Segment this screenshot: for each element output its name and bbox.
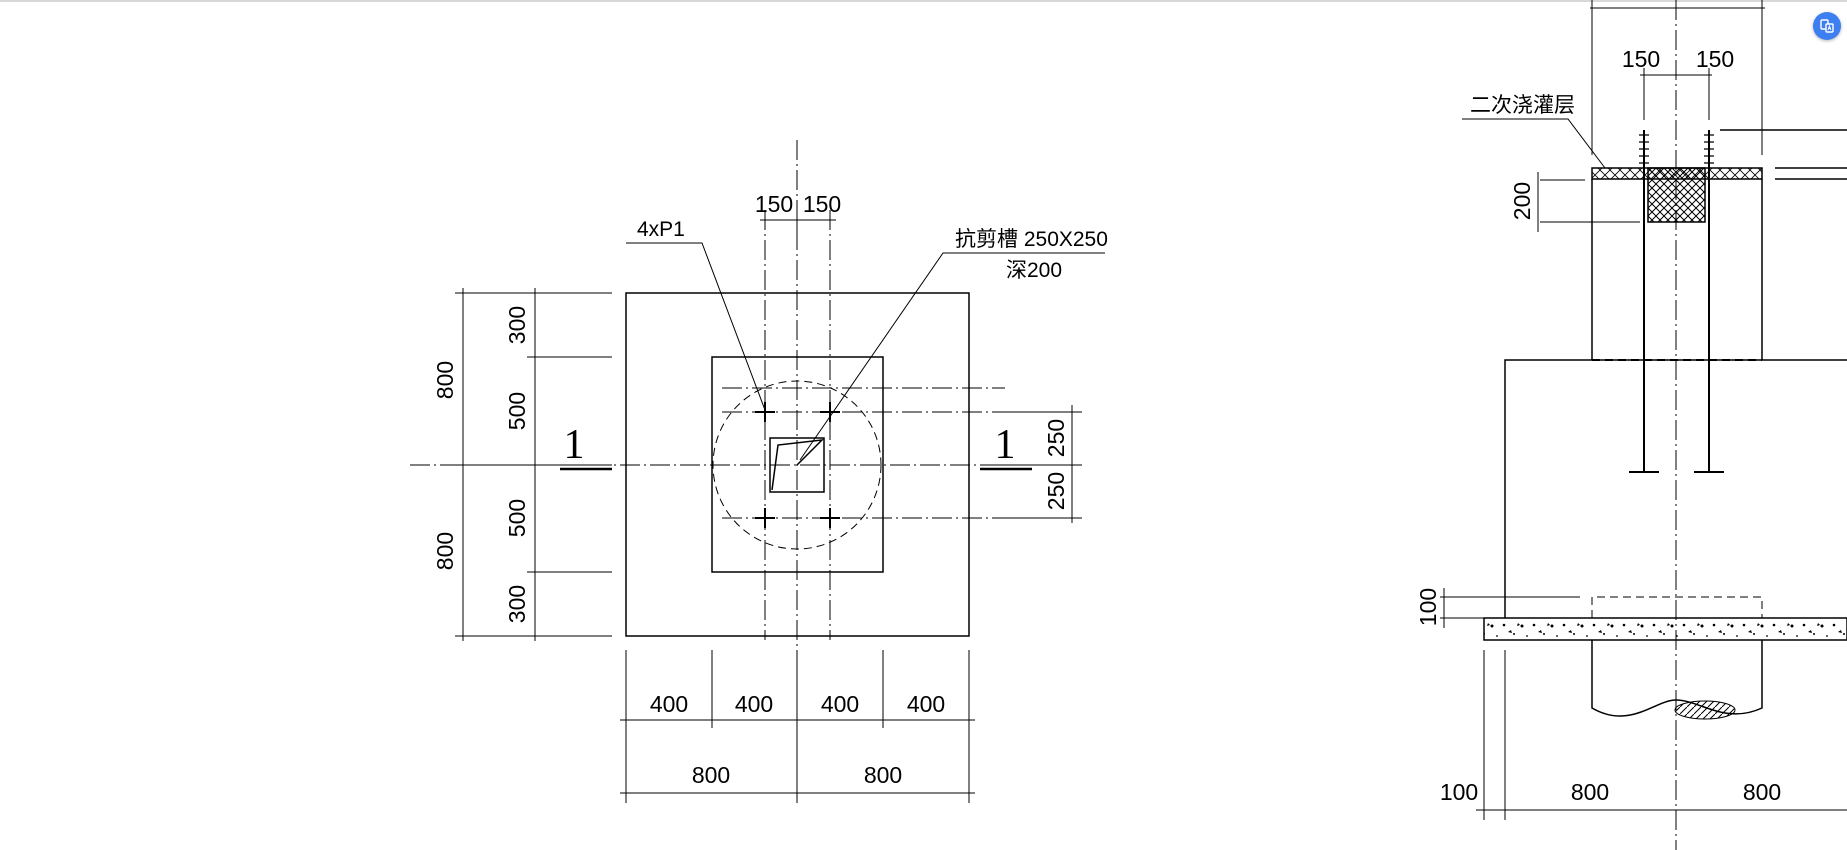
dim-text: 150 — [755, 191, 793, 217]
dim-text: 300 — [504, 585, 530, 623]
dim-text: 800 — [864, 762, 902, 788]
pile-dashed-circle — [712, 380, 882, 550]
dim-text: 250 — [1043, 472, 1069, 510]
dim-text: 100 — [1440, 779, 1478, 805]
section-bottom-dimensions — [1476, 650, 1847, 820]
pedestal-outline — [711, 356, 884, 573]
dim-text: 400 — [907, 691, 945, 717]
grout-label-leader — [1462, 118, 1606, 169]
dim-text: 250 — [1043, 419, 1069, 457]
foundation-outline — [625, 292, 970, 637]
dim-text: 150 — [1696, 46, 1734, 72]
dim-text: 800 — [1571, 779, 1609, 805]
concrete-cushion — [1483, 617, 1847, 641]
section-mark-right: 1 — [995, 422, 1016, 468]
dim-text: 100 — [1415, 588, 1441, 626]
dim-text: 150 — [803, 191, 841, 217]
dim-text: 400 — [735, 691, 773, 717]
bolts-label: 4xP1 — [637, 218, 685, 241]
section-mark-left: 1 — [564, 422, 585, 468]
dim-text: 500 — [504, 499, 530, 537]
section-view: 150 150 二次浇灌层 200 — [1415, 0, 1847, 850]
dim-text: 400 — [650, 691, 688, 717]
dim-text: 300 — [504, 306, 530, 344]
bolt-label-leader — [626, 242, 766, 411]
plan-right-dimensions — [1000, 405, 1082, 523]
pile-embedded — [1591, 596, 1763, 618]
floating-translate-button[interactable] — [1813, 12, 1841, 40]
shear-groove-break — [771, 439, 825, 491]
shear-key — [1647, 167, 1706, 223]
dim-text: 800 — [432, 361, 458, 399]
dim-text: 800 — [1743, 779, 1781, 805]
section-top-dimensions — [1590, 0, 1765, 155]
shear-groove-label: 抗剪槽 250X250 — [955, 228, 1108, 251]
pile-break — [1591, 640, 1763, 717]
groove-depth-label: 深200 — [1006, 259, 1062, 282]
section-left-lower-dimension — [1440, 588, 1580, 628]
plan-view: 1 1 4xP1 抗剪槽 250X250 深200 150 150 800 80… — [410, 140, 1108, 803]
translate-icon — [1820, 19, 1834, 33]
dim-text: 800 — [432, 532, 458, 570]
grout-layer-label: 二次浇灌层 — [1470, 94, 1575, 117]
dim-text: 800 — [692, 762, 730, 788]
dim-text: 150 — [1622, 46, 1660, 72]
plan-top-dimensions — [760, 210, 836, 230]
groove-label-leader — [799, 252, 1105, 461]
section-anchor-bolts — [1629, 130, 1724, 473]
section-left-upper-dimension — [1537, 172, 1640, 232]
pedestal-outline — [1504, 359, 1847, 618]
plan-left-dimensions — [455, 288, 612, 641]
anchor-bolts — [755, 402, 840, 528]
dim-text: 400 — [821, 691, 859, 717]
plan-bottom-dimensions — [620, 650, 975, 803]
dim-text: 200 — [1509, 182, 1535, 220]
shear-groove — [769, 437, 825, 493]
dim-text: 500 — [504, 392, 530, 430]
